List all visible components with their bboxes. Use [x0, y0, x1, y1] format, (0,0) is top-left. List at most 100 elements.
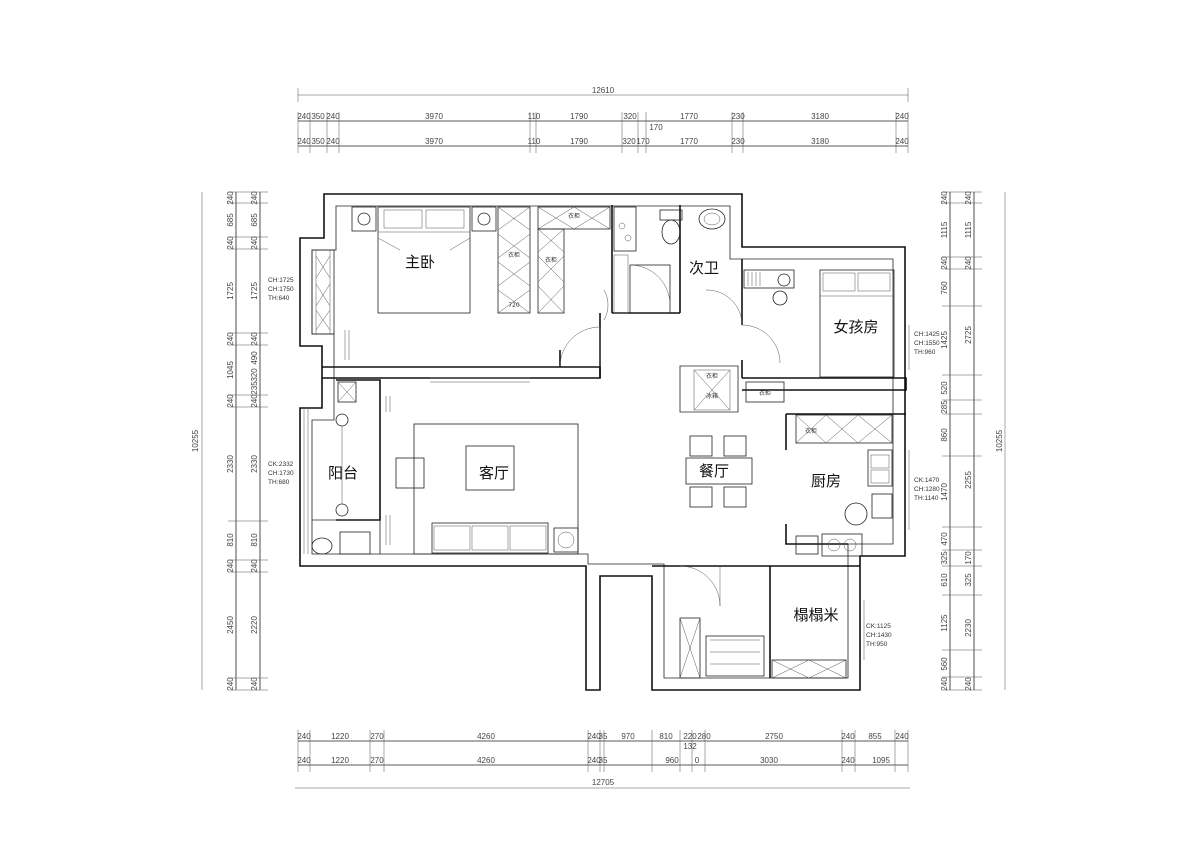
room-labels: 主卧 次卫 女孩房 阳台 客厅 餐厅 厨房 榻榻米: [328, 253, 879, 624]
dim-bot2-9: 240: [841, 756, 855, 765]
dim-left-o-11: 240: [226, 677, 235, 691]
dim-left-i-6: 320: [250, 368, 259, 382]
dining-set: [685, 435, 753, 508]
dim-bot1-6: 970: [621, 732, 635, 741]
dim-bot1-1: 1220: [331, 732, 349, 741]
win-tatami-2: TH:950: [866, 641, 888, 648]
dim-right-i-14: 240: [940, 677, 949, 691]
girl-room-furniture: 衣柜: [743, 269, 895, 403]
room-living-room: 客厅: [479, 464, 509, 482]
dim-right-o-4: 2255: [964, 471, 973, 489]
dim-top1-2: 240: [326, 112, 340, 121]
room-dining-room: 餐厅: [699, 462, 729, 480]
dim-bot1-12: 855: [868, 732, 882, 741]
dim-left-o-5: 1045: [226, 361, 235, 379]
dim-bot1-11: 240: [841, 732, 855, 741]
dim-top2-5: 1790: [570, 137, 588, 146]
room-tatami: 榻榻米: [793, 606, 838, 624]
dim-top1-8: 230: [731, 112, 745, 121]
dim-top1-0: 240: [297, 112, 311, 121]
dim-top2-10: 3180: [811, 137, 829, 146]
dim-bot1-0: 240: [297, 732, 311, 741]
dim-bot2-5: 35: [599, 756, 608, 765]
dim-bot2-3: 4260: [477, 756, 495, 765]
dim-bot2-4: 240: [587, 756, 601, 765]
dim-bot2-2: 270: [370, 756, 384, 765]
win-balcony-0: CK:2332: [268, 461, 294, 468]
master-wardrobes: 衣柜 衣柜 衣柜 720: [497, 206, 611, 314]
dim-bot1-9: 280: [697, 732, 711, 741]
window-specs: CH:1725 CH:1750 TH:640 CH:1425 CH:1550 T…: [268, 277, 940, 648]
master-bed: [344, 206, 497, 360]
dim-left-i-10: 810: [250, 533, 259, 547]
dim-right-i-6: 285: [940, 400, 949, 414]
dim-bot1-extra: 132: [683, 742, 697, 751]
dim-top1-5: 1790: [570, 112, 588, 121]
dim-top1-4: 110: [528, 112, 541, 121]
dim-bot1-4: 240: [587, 732, 601, 741]
dim-left-i-12: 2220: [250, 616, 259, 634]
label-wardrobe-girl: 衣柜: [759, 389, 771, 397]
dim-right-o-1: 1115: [964, 221, 973, 238]
dim-top2-7: 170: [636, 137, 650, 146]
win-tatami-1: CH:1430: [866, 632, 892, 639]
dim-bot2-1: 1220: [331, 756, 349, 765]
dim-top1-6: 320: [623, 112, 637, 121]
dim-right-i-7: 860: [940, 428, 949, 442]
dim-top2-4: 110: [528, 137, 541, 146]
windows: [303, 249, 910, 660]
dim-bot1-3: 4260: [477, 732, 495, 741]
dim-right-i-3: 760: [940, 281, 949, 295]
dim-left-o-10: 2450: [226, 616, 235, 634]
dim-right-i-4: 1425: [940, 331, 949, 349]
dim-top2-9: 230: [731, 137, 745, 146]
dim-left-o-8: 810: [226, 533, 235, 547]
dim-top1-3: 3970: [425, 112, 443, 121]
dim-bot1-7: 810: [659, 732, 673, 741]
bathroom-fixtures: [613, 206, 726, 314]
dim-left-i-9: 2330: [250, 455, 259, 473]
dim-bot2-10: 1095: [872, 756, 890, 765]
dim-left-o-1: 685: [226, 213, 235, 227]
win-master-0: CH:1725: [268, 277, 294, 284]
dim-right-i-12: 1125: [940, 614, 949, 632]
dim-left-i-13: 240: [250, 677, 259, 691]
dim-bot2-0: 240: [297, 756, 311, 765]
dim-top1-7: 1770: [680, 112, 698, 121]
win-master-2: TH:640: [268, 295, 290, 302]
win-kitchen-0: CK:1470: [914, 477, 940, 484]
living-furniture: [385, 423, 579, 555]
dim-left-o-3: 1725: [226, 282, 235, 300]
dim-top2-8: 1770: [680, 137, 698, 146]
dim-left-i-0: 240: [250, 191, 259, 205]
fridge: 冰箱 衣柜: [693, 369, 731, 411]
dim-top2-2: 240: [326, 137, 340, 146]
dim-bot1-2: 270: [370, 732, 384, 741]
dim-right-o-0: 240: [964, 191, 973, 205]
dim-left-i-4: 240: [250, 332, 259, 346]
dim-right-i-1: 1115: [940, 221, 949, 238]
dim-right-i-11: 610: [940, 573, 949, 587]
label-wardrobe-1: 衣柜: [508, 251, 520, 259]
kitchen-furniture: 衣柜: [795, 414, 893, 557]
dim-left-o-7: 2330: [226, 455, 235, 473]
dim-left-total: 10255: [191, 429, 200, 452]
dim-top1-1: 350: [311, 112, 325, 121]
dim-left-i-2: 240: [250, 236, 259, 250]
dim-top2-0: 240: [297, 137, 311, 146]
dim-top2-6: 320: [622, 137, 636, 146]
win-kitchen-1: CH:1280: [914, 486, 940, 493]
dim-bot1-8: 220: [683, 732, 697, 741]
dim-left-o-6: 240: [226, 394, 235, 408]
win-girl-1: CH:1550: [914, 340, 940, 347]
win-girl-0: CH:1425: [914, 331, 940, 338]
dim-left-i-7: 235: [250, 381, 259, 395]
dim-right-total: 10255: [995, 429, 1004, 452]
top-dimensions: 12610 240 350 240 3970 110 1790 320 1770…: [297, 86, 909, 153]
dim-right-o-8: 240: [964, 677, 973, 691]
dim-right-o-5: 170: [964, 551, 973, 565]
dim-left-o-4: 240: [226, 332, 235, 346]
balcony-fixtures: [311, 381, 391, 555]
dim-top2-1: 350: [311, 137, 325, 146]
